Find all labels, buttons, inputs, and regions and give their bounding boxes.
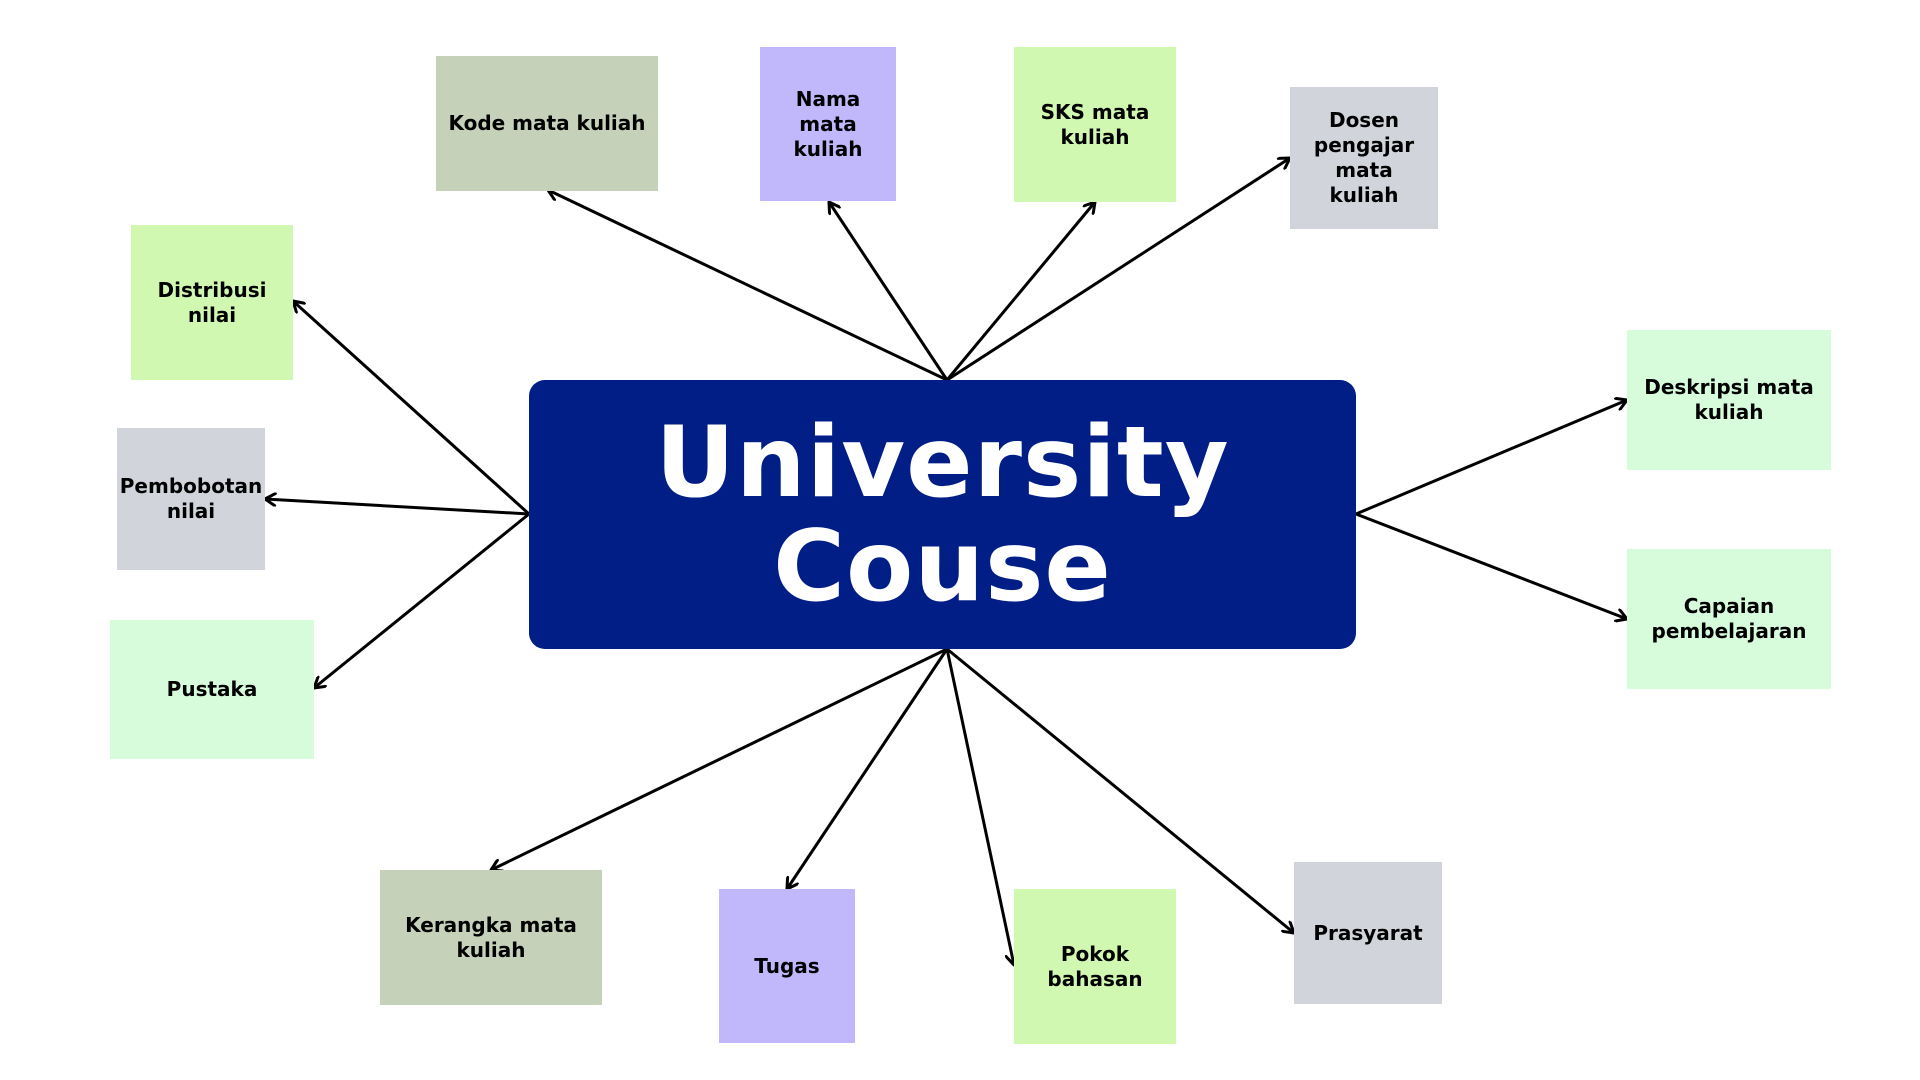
node-label: Kerangka mata kuliah (405, 912, 577, 962)
node-label: Kode mata kuliah (448, 111, 646, 135)
node-kerangka-mata-kuliah: Kerangka mata kuliah (380, 870, 602, 1005)
node-label: Prasyarat (1313, 920, 1423, 945)
arrow-to-pokok (945, 648, 1014, 965)
node-distribusi-nilai: Distribusi nilai (131, 225, 293, 380)
node-label: Nama mata kuliah (793, 86, 863, 161)
node-label: Tugas (754, 953, 820, 978)
node-label: Pustaka (166, 677, 258, 701)
arrow-to-nama (829, 202, 949, 381)
node-capaian-pembelajaran: Capaian pembelajaran (1627, 549, 1831, 689)
arrow-to-distribusi (293, 301, 531, 516)
arrow-to-kerangka (491, 647, 948, 870)
arrow-to-sks (945, 202, 1095, 381)
node-prasyarat: Prasyarat (1294, 862, 1442, 1004)
arrow-to-tugas (787, 648, 949, 889)
node-pokok-bahasan: Pokok bahasan (1014, 889, 1176, 1044)
arrow-to-pembobotan (265, 499, 530, 516)
central-topic-title: University Couse (655, 405, 1230, 624)
node-nama-mata-kuliah: Nama mata kuliah (760, 47, 896, 201)
arrow-to-kode (548, 190, 948, 382)
arrow-to-dosen (946, 158, 1290, 382)
node-tugas: Tugas (719, 889, 855, 1043)
central-topic: University Couse (529, 380, 1356, 649)
arrow-to-pustaka (314, 512, 530, 688)
node-label: Pokok bahasan (1047, 941, 1143, 991)
node-pembobotan-nilai: Pembobotan nilai (117, 428, 265, 570)
arrow-to-capaian (1355, 512, 1627, 619)
node-label: Distribusi nilai (157, 277, 267, 327)
node-label: Deskripsi mata kuliah (1644, 375, 1814, 424)
node-deskripsi-mata-kuliah: Deskripsi mata kuliah (1627, 330, 1831, 470)
node-pustaka: Pustaka (110, 620, 314, 759)
arrow-to-deskripsi (1355, 400, 1627, 516)
node-label: Pembobotan nilai (119, 474, 263, 523)
node-dosen-pengajar: Dosen pengajar mata kuliah (1290, 87, 1438, 229)
node-label: SKS mata kuliah (1040, 99, 1150, 149)
node-label: Capaian pembelajaran (1651, 594, 1807, 643)
arrow-to-prasyarat (946, 647, 1294, 933)
node-sks-mata-kuliah: SKS mata kuliah (1014, 47, 1176, 202)
node-kode-mata-kuliah: Kode mata kuliah (436, 56, 658, 191)
node-label: Dosen pengajar mata kuliah (1313, 108, 1415, 207)
